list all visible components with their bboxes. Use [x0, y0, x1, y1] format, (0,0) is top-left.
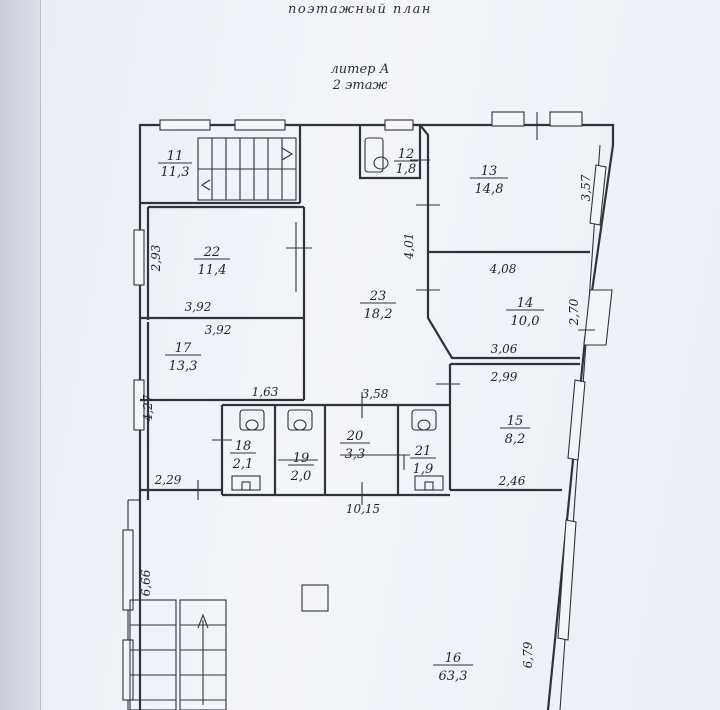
- svg-text:14,8: 14,8: [475, 182, 504, 197]
- svg-text:21: 21: [414, 444, 432, 459]
- window: [589, 164, 607, 226]
- window: [567, 379, 586, 461]
- dim-label: 2,70: [567, 298, 581, 326]
- room-label-19: 19 2,0: [288, 451, 314, 484]
- svg-text:1,8: 1,8: [396, 162, 417, 177]
- svg-text:8,2: 8,2: [505, 432, 526, 447]
- staircase: [179, 599, 227, 710]
- svg-text:3,3: 3,3: [345, 447, 366, 462]
- window: [159, 119, 211, 131]
- room-label-18: 18 2,1: [230, 439, 256, 472]
- room-label-22: 22 11,4: [194, 245, 230, 278]
- window: [133, 379, 145, 431]
- svg-text:22: 22: [203, 245, 221, 260]
- svg-text:11,3: 11,3: [161, 165, 190, 180]
- dim-label: 4,27: [141, 394, 155, 422]
- dim-label: 6,79: [521, 641, 535, 668]
- svg-text:1,9: 1,9: [413, 462, 434, 477]
- dim-label: 4,01: [402, 233, 416, 261]
- dim-label: 4,08: [489, 262, 517, 276]
- room-label-14: 14 10,0: [506, 296, 544, 329]
- room-label-11: 11 11,3: [158, 149, 192, 180]
- room-label-21: 21 1,9: [410, 444, 436, 477]
- dim-label: 3,58: [362, 387, 389, 401]
- svg-text:18,2: 18,2: [364, 307, 393, 322]
- room-label-23: 23 18,2: [360, 289, 396, 322]
- room-label-16: 16 63,3: [433, 651, 473, 684]
- dim-label: 3,92: [185, 300, 212, 314]
- svg-text:11,4: 11,4: [198, 263, 227, 278]
- dim-label: 3,06: [491, 342, 518, 356]
- window: [133, 229, 145, 286]
- dim-label: 1,63: [252, 385, 279, 399]
- dim-label: 2,99: [490, 370, 518, 384]
- room-label-20: 20 3,3: [340, 429, 370, 462]
- window: [491, 111, 525, 127]
- svg-text:2,1: 2,1: [232, 457, 254, 472]
- page-binding-edge: [0, 0, 41, 710]
- svg-text:15: 15: [507, 414, 524, 429]
- outer-wall: [138, 123, 615, 710]
- dim-label: 2,29: [154, 473, 182, 487]
- dim-label: 2,46: [498, 474, 526, 488]
- svg-text:20: 20: [346, 429, 364, 444]
- svg-text:2,0: 2,0: [290, 469, 312, 484]
- dim-label: 3,92: [205, 323, 232, 337]
- svg-text:23: 23: [369, 289, 387, 304]
- svg-text:10,0: 10,0: [511, 314, 540, 329]
- svg-text:11: 11: [167, 149, 184, 164]
- dim-label: 2,93: [149, 244, 163, 272]
- svg-text:18: 18: [235, 439, 252, 454]
- litera-label: литер А: [330, 62, 390, 77]
- room-label-15: 15 8,2: [500, 414, 530, 447]
- svg-text:13,3: 13,3: [169, 359, 198, 374]
- svg-text:17: 17: [175, 341, 192, 356]
- svg-text:13: 13: [481, 164, 498, 179]
- column: [301, 584, 329, 612]
- window: [384, 119, 414, 131]
- window: [557, 519, 577, 641]
- window: [122, 639, 134, 701]
- staircase: [129, 599, 177, 710]
- window: [549, 111, 583, 127]
- svg-text:12: 12: [398, 147, 415, 162]
- stair-steps: [211, 138, 283, 200]
- svg-text:14: 14: [517, 296, 534, 311]
- svg-text:16: 16: [445, 651, 462, 666]
- toilet-fixtures: [231, 409, 444, 491]
- svg-text:19: 19: [293, 451, 310, 466]
- floor-label: 2 этаж: [332, 78, 388, 93]
- room-label-13: 13 14,8: [470, 164, 508, 197]
- window: [122, 529, 134, 611]
- dim-label: 6,66: [139, 569, 153, 596]
- svg-text:63,3: 63,3: [439, 669, 468, 684]
- window: [234, 119, 286, 131]
- window: [583, 289, 613, 346]
- dim-label: 3,57: [579, 174, 593, 201]
- room-label-17: 17 13,3: [165, 341, 201, 374]
- dim-label: 10,15: [346, 502, 380, 516]
- plan-title: поэтажный план: [288, 2, 432, 17]
- room-label-12: 12 1,8: [394, 147, 418, 177]
